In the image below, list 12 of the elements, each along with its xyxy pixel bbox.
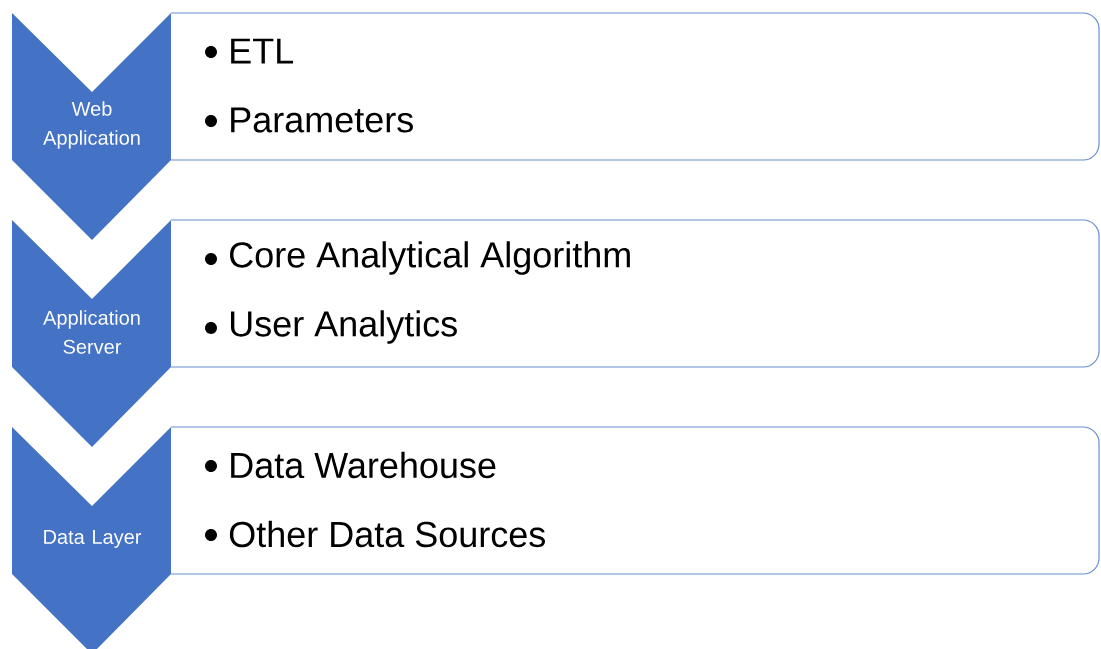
node-label: User Analytics — [230, 310, 457, 344]
node-label: Data Warehouse — [231, 451, 496, 479]
chevron-step: Data Layer — [12, 427, 171, 649]
chevron-step: Web Application — [12, 13, 171, 240]
node-label: ETL — [231, 38, 294, 64]
bullet-list-box: Data Warehouse Other Data Sources — [170, 426, 1100, 575]
bullet-list-box: ETL Parameters — [170, 12, 1100, 161]
bullet-list-box: Core Analytical Algorithm User Analytics — [170, 219, 1100, 368]
node-label: Other Data Sources — [229, 520, 545, 548]
node-label: Parameters — [231, 107, 413, 133]
node-label: Core Analytical Algorithm — [230, 241, 630, 275]
chevron-step: Application Server — [12, 220, 171, 447]
